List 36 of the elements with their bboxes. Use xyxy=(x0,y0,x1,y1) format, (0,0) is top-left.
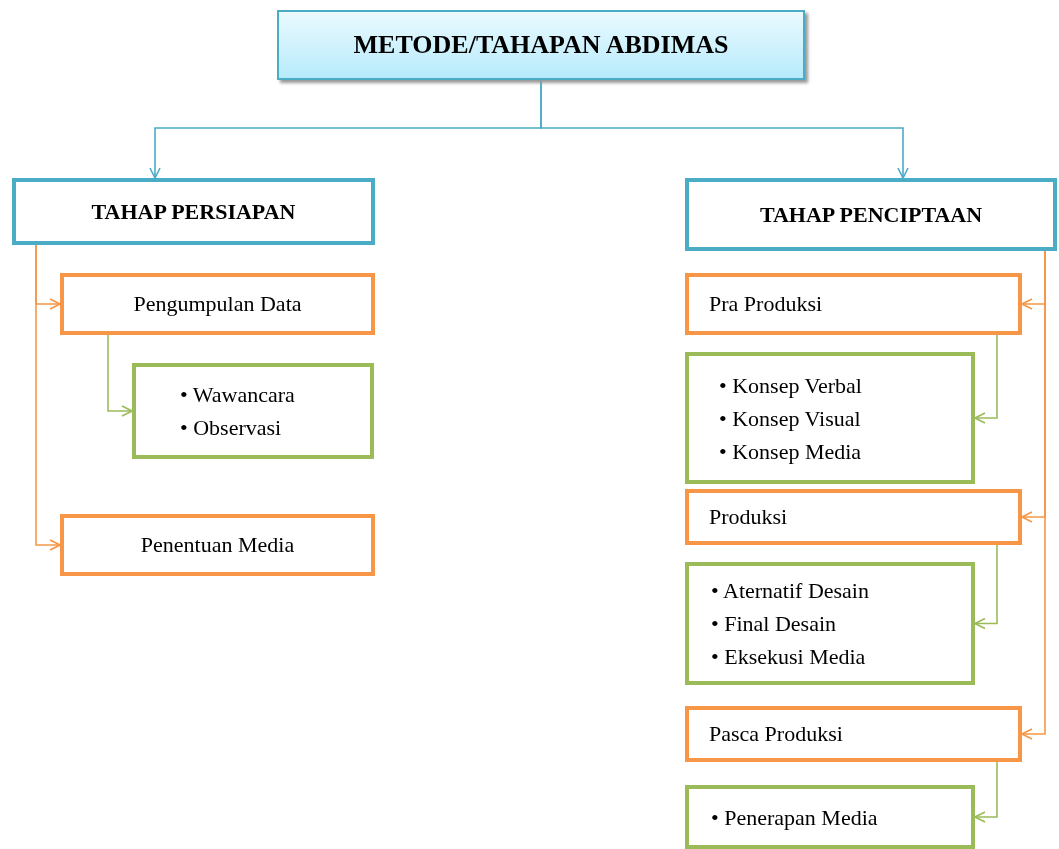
list-box xyxy=(685,785,975,849)
stage-box xyxy=(12,178,375,245)
step-box xyxy=(60,273,375,335)
list-item: • Wawancara xyxy=(180,381,295,409)
list-box xyxy=(685,352,975,484)
connector-arrow xyxy=(35,244,61,551)
step-label: Pengumpulan Data xyxy=(133,291,302,317)
connector-arrow xyxy=(974,544,998,630)
step-label: Produksi xyxy=(709,504,788,530)
box-label: METODE/TAHAPAN ABDIMAS xyxy=(353,30,729,60)
stage-label: TAHAP PERSIAPAN xyxy=(91,198,296,225)
connector-arrow xyxy=(107,334,133,417)
list-item: • Konsep Visual xyxy=(719,404,861,433)
list-item: • Penerapan Media xyxy=(711,803,878,832)
step-box xyxy=(685,489,1022,545)
list-box xyxy=(132,363,374,459)
list-item: • Eksekusi Media xyxy=(711,643,866,671)
step-box xyxy=(685,273,1022,335)
list-item: • Final Desain xyxy=(711,610,837,638)
step-label: Pra Produksi xyxy=(709,291,823,317)
connector-arrow xyxy=(1021,250,1046,740)
list-item: • Konsep Media xyxy=(719,437,862,466)
list-item: • Aternatif Desain xyxy=(711,577,869,605)
list-item: • Konsep Verbal xyxy=(719,371,862,400)
connector-arrow xyxy=(540,79,909,179)
list-box xyxy=(685,562,975,685)
connector-arrow xyxy=(974,334,998,424)
step-box xyxy=(685,706,1022,762)
step-label: Pasca Produksi xyxy=(709,721,843,747)
title-box xyxy=(277,10,805,80)
list-item: • Observasi xyxy=(180,414,282,442)
connector-arrow xyxy=(974,761,998,823)
step-box xyxy=(60,514,375,576)
stage-box xyxy=(685,178,1057,251)
step-label: Penentuan Media xyxy=(140,532,295,558)
stage-label: TAHAP PENCIPTAAN xyxy=(759,201,983,228)
